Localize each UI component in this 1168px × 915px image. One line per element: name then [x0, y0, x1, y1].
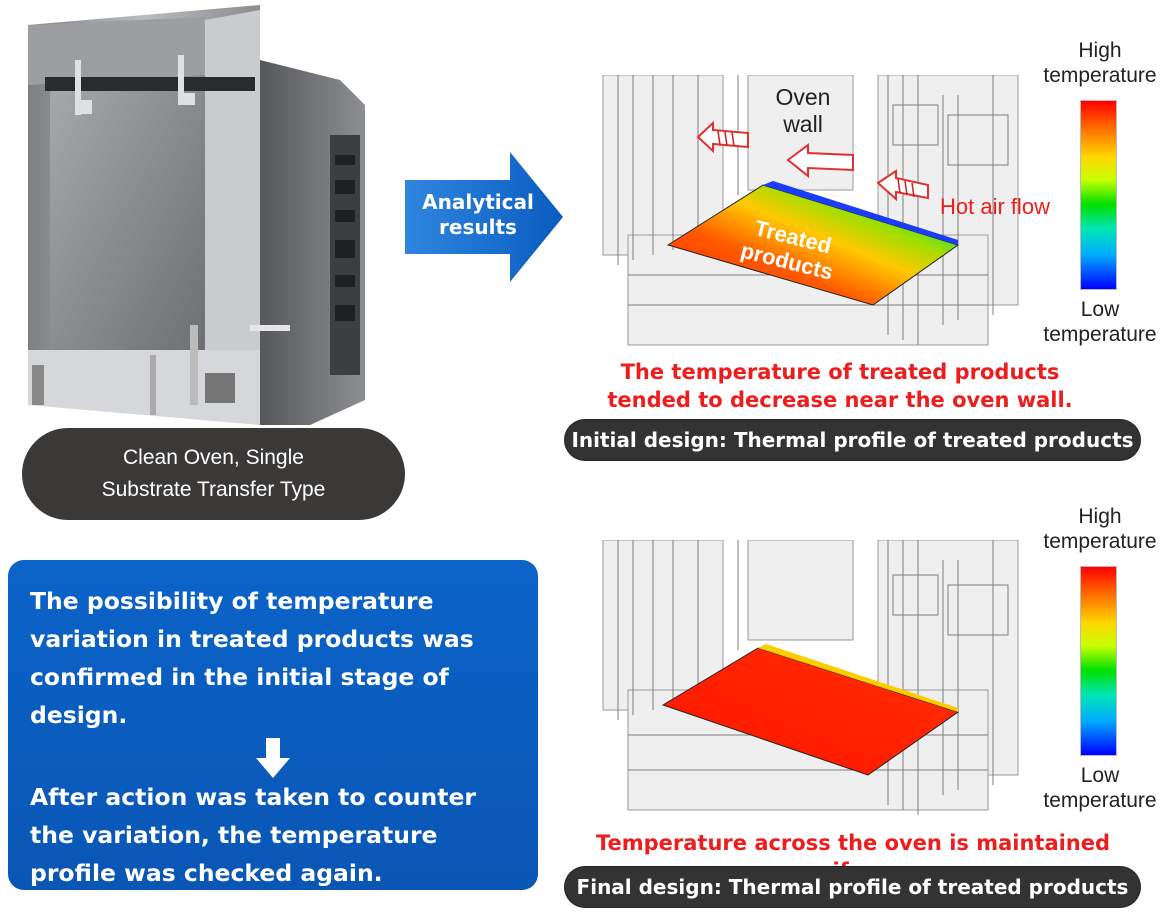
final-scale-high-label: High temperature [1040, 504, 1160, 554]
analytical-results-label: Analytical results [408, 190, 548, 240]
initial-scale-high-line2: temperature [1043, 64, 1157, 87]
oven-photo [28, 5, 365, 425]
initial-scale-low-label: Low temperature [1040, 297, 1160, 347]
product-caption-line2: Substrate Transfer Type [101, 478, 326, 501]
initial-note-line1: The temperature of treated products [620, 360, 1060, 384]
final-design-label: Final design: Thermal profile of treated… [565, 867, 1140, 907]
arrow-text-line2: results [439, 215, 517, 239]
summary-paragraph-final: After action was taken to counter the va… [30, 783, 477, 887]
initial-thermal-profile-image [598, 75, 1038, 350]
arrow-text-line1: Analytical [422, 190, 534, 214]
oven-wall-label: Oven wall [768, 84, 838, 138]
summary-box: The possibility of temperature variation… [8, 560, 538, 890]
down-arrow-icon [256, 738, 290, 778]
product-caption: Clean Oven, Single Substrate Transfer Ty… [22, 428, 405, 520]
final-scale-low-label: Low temperature [1040, 763, 1160, 813]
initial-design-label: Initial design: Thermal profile of treat… [565, 420, 1140, 460]
initial-note-line2: tended to decrease near the oven wall. [607, 388, 1073, 412]
initial-design-note: The temperature of treated products tend… [585, 358, 1095, 414]
oven-wall-line2: wall [783, 111, 823, 137]
final-color-scale-bar [1080, 566, 1117, 756]
oven-wall-line1: Oven [775, 84, 831, 110]
initial-scale-low-line1: Low [1080, 298, 1120, 321]
initial-scale-high-line1: High [1078, 39, 1122, 62]
analytical-results-arrow-icon [405, 152, 563, 282]
initial-scale-low-line2: temperature [1043, 323, 1157, 346]
final-thermal-profile-image [598, 540, 1038, 820]
product-caption-line1: Clean Oven, Single [123, 446, 304, 469]
summary-paragraph-initial: The possibility of temperature variation… [30, 587, 474, 729]
final-scale-low-line2: temperature [1043, 789, 1157, 812]
final-scale-low-line1: Low [1080, 764, 1120, 787]
final-scale-high-line1: High [1078, 505, 1122, 528]
initial-color-scale-bar [1080, 100, 1117, 290]
final-scale-high-line2: temperature [1043, 530, 1157, 553]
hot-air-flow-label: Hot air flow [940, 194, 1051, 219]
initial-scale-high-label: High temperature [1040, 38, 1160, 88]
